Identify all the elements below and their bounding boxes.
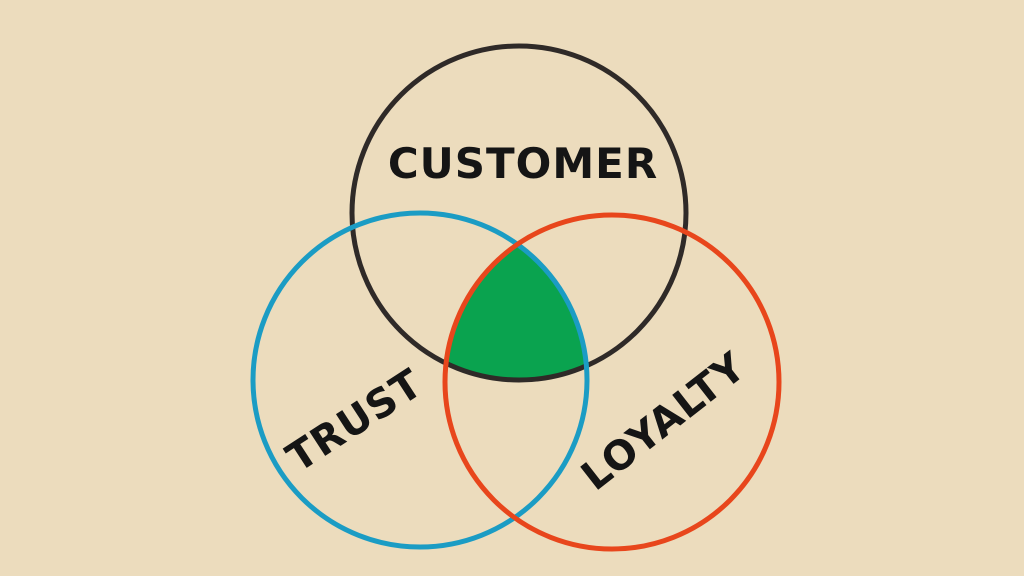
trust-circle xyxy=(250,210,590,550)
customer-circle xyxy=(349,43,689,383)
triple-intersection-region xyxy=(445,215,587,380)
loyalty-label: LOYALTY xyxy=(573,344,755,500)
loyalty-circle xyxy=(442,212,782,552)
customer-label: CUSTOMER xyxy=(388,139,658,188)
intersection-clip-group xyxy=(445,215,587,380)
trust-label: TRUST xyxy=(279,361,431,482)
